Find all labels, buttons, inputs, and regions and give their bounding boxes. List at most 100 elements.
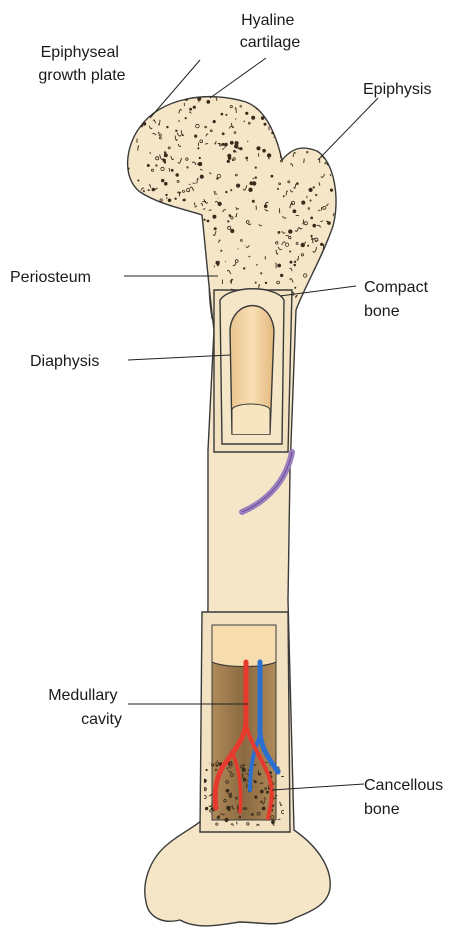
- spongy-texture-mark: [255, 167, 256, 168]
- spongy-texture-mark: [136, 98, 138, 102]
- spongy-texture-mark: [235, 142, 238, 145]
- spongy-texture-mark: [125, 149, 126, 150]
- spongy-texture-mark: [320, 308, 321, 309]
- leader-epiphysis: [318, 98, 378, 160]
- spongy-texture-mark: [334, 132, 337, 135]
- spongy-texture-mark: [334, 299, 336, 301]
- spongy-texture-mark: [330, 189, 332, 191]
- spongy-texture-mark: [265, 111, 267, 113]
- spongy-texture-mark: [299, 135, 302, 138]
- spongy-texture-mark: [161, 100, 163, 102]
- spongy-texture-mark: [190, 234, 193, 237]
- spongy-texture-mark: [308, 245, 309, 246]
- spongy-texture-mark: [197, 231, 200, 234]
- spongy-texture-mark: [161, 267, 162, 268]
- spongy-texture-mark: [140, 118, 141, 119]
- spongy-texture-mark: [311, 217, 313, 219]
- spongy-texture-mark: [195, 135, 197, 137]
- spongy-texture-mark: [332, 284, 334, 286]
- spongy-texture-mark: [179, 120, 180, 122]
- lower-cut-ring: [212, 625, 276, 667]
- spongy-texture-mark: [326, 129, 328, 131]
- spongy-texture-mark: [297, 183, 299, 185]
- spongy-texture-mark: [328, 257, 330, 259]
- spongy-texture-mark: [231, 229, 234, 232]
- spongy-texture-mark: [151, 107, 153, 109]
- spongy-texture-mark: [336, 97, 339, 100]
- spongy-texture-mark: [301, 243, 305, 247]
- spongy-texture-mark: [186, 246, 187, 247]
- spongy-texture-mark: [147, 197, 148, 198]
- spongy-texture-mark: [261, 117, 264, 120]
- spongy-texture-mark: [322, 105, 325, 108]
- spongy-texture-mark: [155, 212, 157, 214]
- spongy-texture-mark: [123, 161, 124, 164]
- spongy-texture-mark: [322, 117, 323, 122]
- spongy-texture-mark: [309, 188, 312, 191]
- spongy-texture-mark: [169, 168, 170, 171]
- spongy-texture-mark: [152, 188, 155, 191]
- spongy-texture-mark: [267, 154, 271, 158]
- spongy-texture-mark: [135, 258, 136, 263]
- spongy-texture-mark: [331, 147, 333, 152]
- spongy-texture-mark: [280, 116, 283, 119]
- spongy-texture-mark: [249, 188, 253, 192]
- spongy-texture-mark: [290, 136, 293, 139]
- spongy-texture-mark: [285, 150, 287, 155]
- spongy-texture-mark: [331, 112, 335, 113]
- spongy-texture-mark: [329, 134, 332, 137]
- spongy-texture-mark: [280, 101, 283, 104]
- spongy-texture-mark: [132, 297, 135, 298]
- spongy-texture-mark: [164, 162, 166, 164]
- spongy-texture-mark: [266, 791, 268, 793]
- spongy-texture-mark: [331, 125, 334, 130]
- spongy-texture-mark: [264, 123, 266, 125]
- spongy-texture-mark: [153, 246, 154, 248]
- spongy-texture-mark: [306, 288, 309, 291]
- spongy-texture-mark: [200, 175, 203, 178]
- spongy-texture-mark: [221, 113, 223, 115]
- spongy-texture-mark: [265, 282, 267, 284]
- spongy-texture-mark: [173, 262, 176, 265]
- spongy-texture-mark: [252, 116, 255, 119]
- spongy-texture-mark: [175, 258, 177, 262]
- spongy-texture-mark: [227, 806, 230, 809]
- spongy-texture-mark: [182, 135, 184, 136]
- spongy-texture-mark: [129, 181, 131, 183]
- spongy-texture-mark: [230, 141, 233, 144]
- spongy-texture-mark: [265, 110, 268, 113]
- spongy-texture-mark: [305, 126, 306, 127]
- spongy-texture-mark: [303, 133, 306, 136]
- spongy-texture-mark: [214, 228, 216, 230]
- spongy-texture-mark: [176, 296, 178, 298]
- spongy-texture-mark: [295, 287, 296, 288]
- spongy-texture-mark: [216, 261, 219, 264]
- spongy-texture-mark: [334, 133, 335, 134]
- spongy-texture-mark: [124, 187, 126, 189]
- spongy-texture-mark: [190, 108, 192, 110]
- spongy-texture-mark: [156, 238, 158, 240]
- spongy-texture-mark: [136, 117, 139, 120]
- spongy-texture-mark: [147, 164, 149, 166]
- spongy-texture-mark: [152, 97, 154, 99]
- spongy-texture-mark: [123, 197, 126, 200]
- spongy-texture-mark: [271, 99, 275, 101]
- spongy-texture-mark: [176, 130, 178, 132]
- spongy-texture-mark: [313, 224, 316, 227]
- label-epiphysis: Epiphysis: [363, 81, 431, 98]
- spongy-texture-mark: [293, 142, 294, 146]
- spongy-texture-mark: [135, 263, 138, 266]
- spongy-texture-mark: [213, 810, 214, 811]
- spongy-texture-mark: [204, 219, 205, 220]
- spongy-texture-mark: [176, 280, 178, 282]
- spongy-texture-mark: [127, 305, 130, 308]
- label-medullary-cavity: Medullary cavity: [48, 687, 122, 728]
- spongy-texture-mark: [217, 178, 219, 180]
- spongy-texture-mark: [237, 822, 238, 824]
- spongy-texture-mark: [149, 231, 151, 234]
- spongy-texture-mark: [170, 215, 173, 218]
- spongy-texture-mark: [185, 227, 187, 229]
- spongy-texture-mark: [160, 95, 164, 99]
- spongy-texture-mark: [338, 186, 339, 190]
